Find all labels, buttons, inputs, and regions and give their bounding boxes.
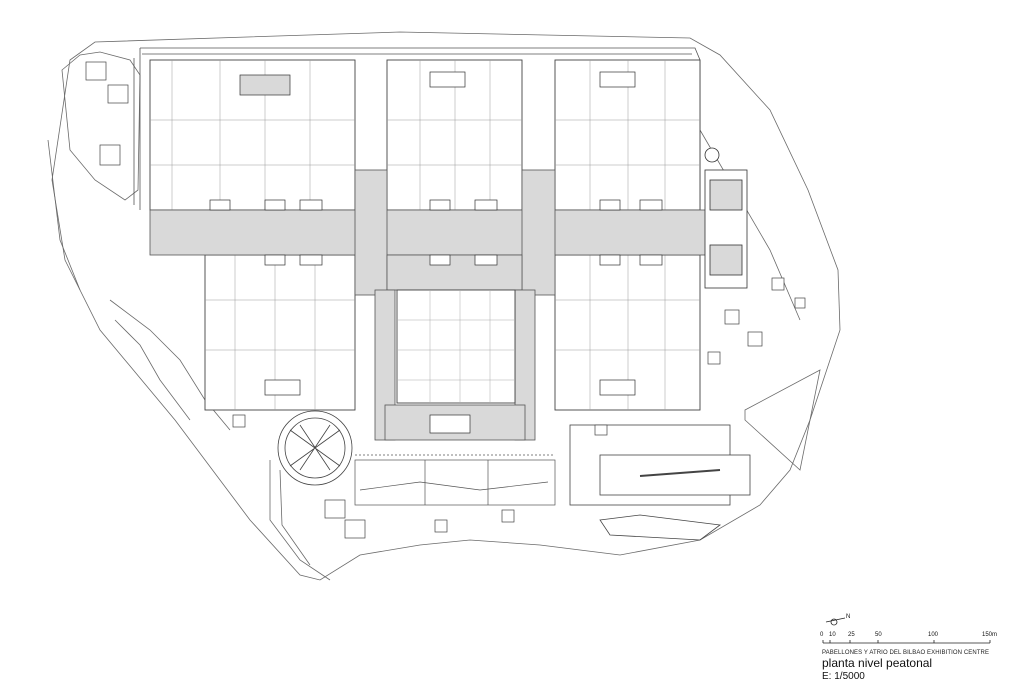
atrium-north-band bbox=[386, 254, 523, 291]
small-structures bbox=[85, 61, 806, 539]
central-gallery bbox=[149, 169, 711, 441]
service-blocks bbox=[209, 71, 663, 434]
legend-graphics bbox=[822, 617, 991, 644]
scale-tick: 0 bbox=[820, 632, 824, 638]
drawing-title: planta nivel peatonal bbox=[822, 656, 933, 670]
drawing-subtitle: PABELLONES Y ATRIO DEL BILBAO EXHIBITION… bbox=[822, 650, 990, 656]
atrium-south-band bbox=[384, 404, 526, 441]
site-outline bbox=[47, 31, 841, 581]
gallery-wing-west bbox=[354, 169, 388, 296]
scale-tick: 100 bbox=[928, 632, 939, 638]
rotunda bbox=[277, 410, 353, 486]
southeast-complex bbox=[569, 424, 751, 541]
scale-tick: 150m bbox=[982, 632, 998, 638]
scale-tick: 10 bbox=[829, 632, 836, 638]
north-arrow-icon bbox=[830, 618, 838, 626]
drawing-scale: E: 1/5000 bbox=[822, 671, 865, 682]
south-entrance bbox=[354, 454, 556, 506]
atrium bbox=[396, 289, 516, 404]
north-label: N bbox=[846, 614, 851, 620]
main-gallery bbox=[149, 209, 711, 256]
gallery-wing-east bbox=[521, 169, 556, 296]
scale-tick: 25 bbox=[848, 632, 855, 638]
scale-tick: 50 bbox=[875, 632, 882, 638]
east-tower-building bbox=[704, 147, 748, 289]
